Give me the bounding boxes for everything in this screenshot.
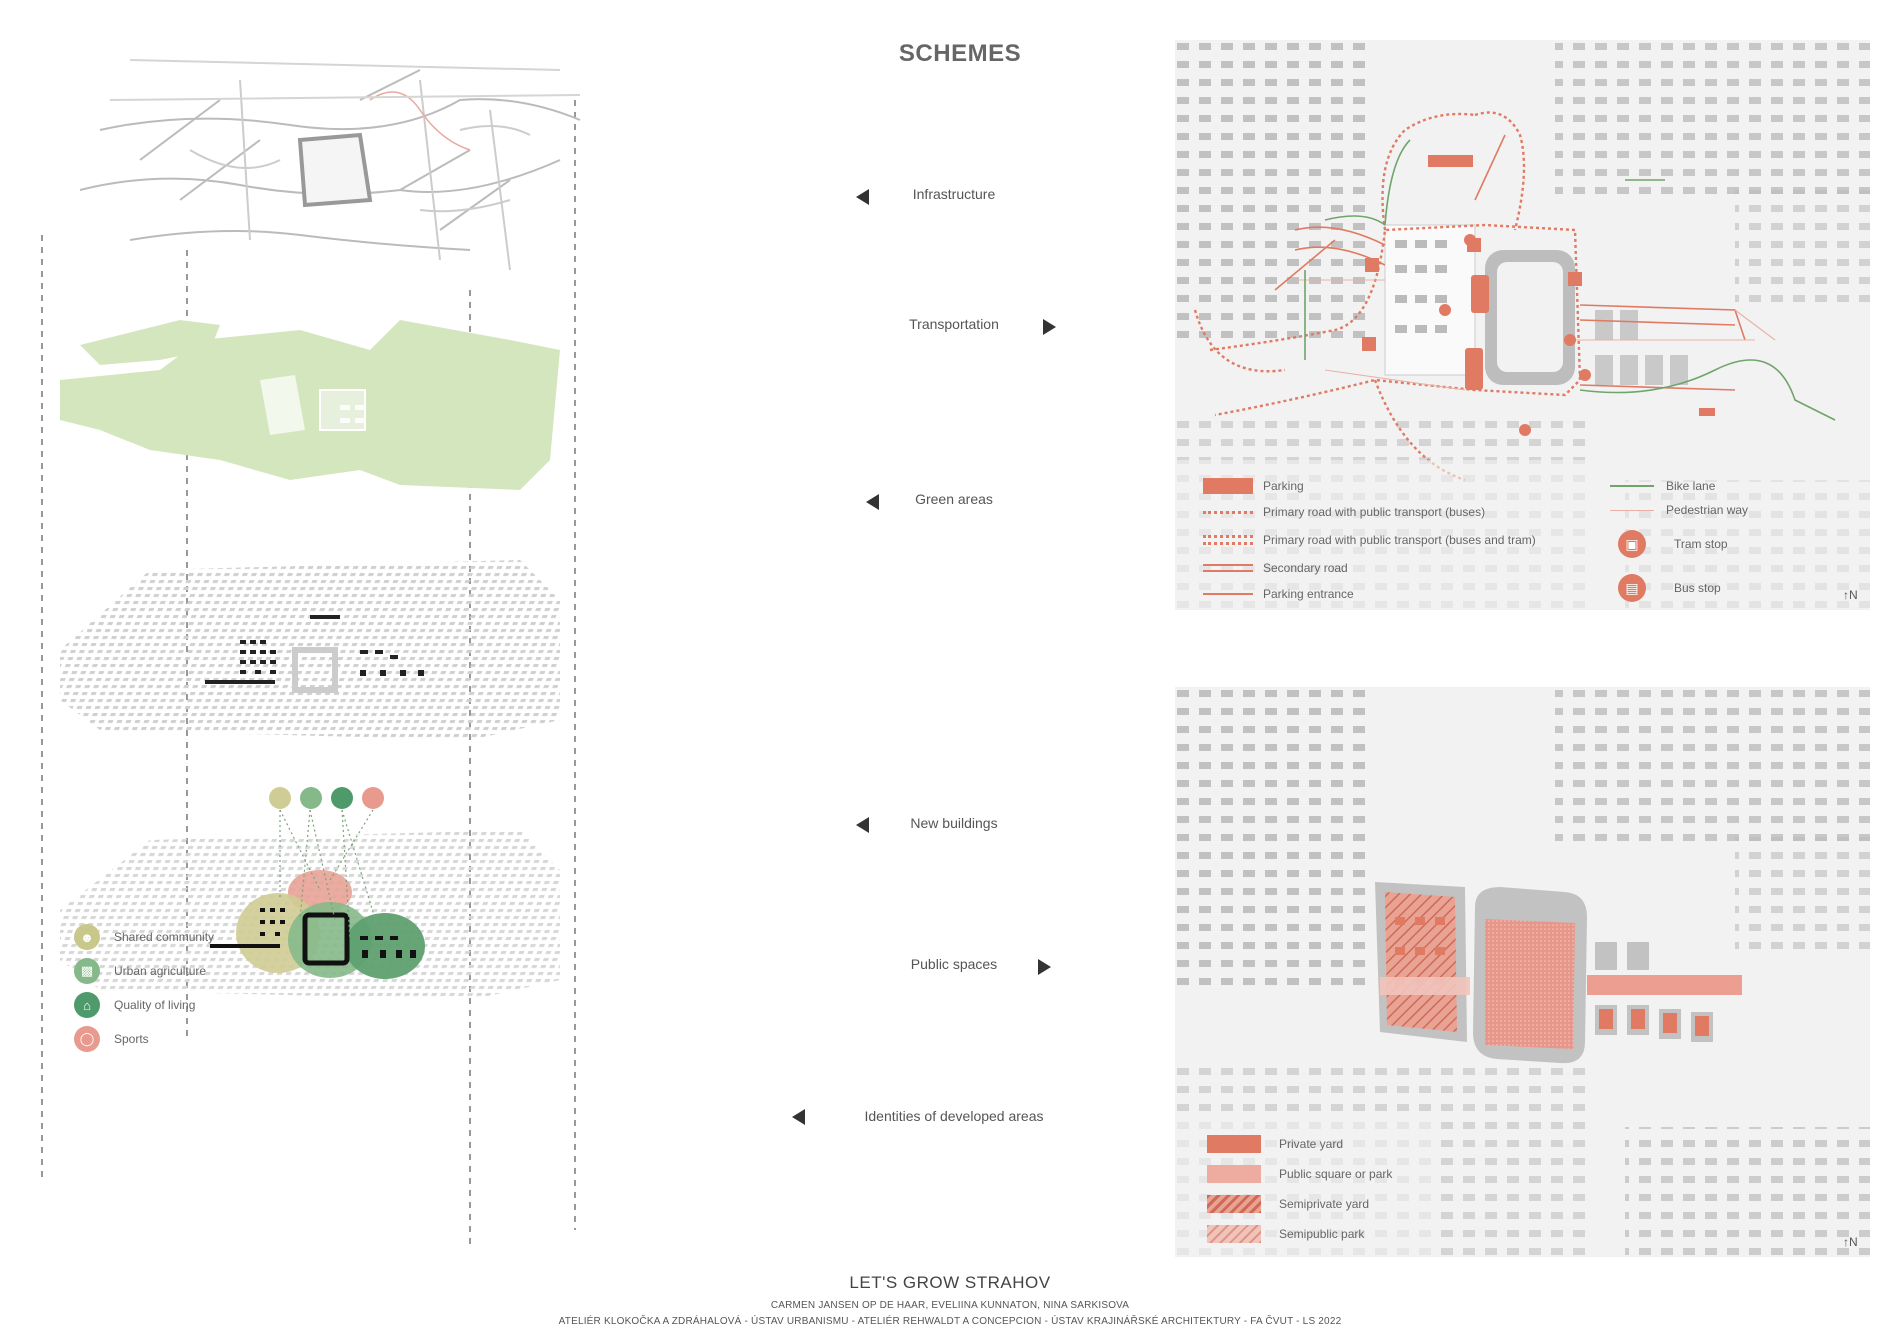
layer-label-new-buildings: New buildings [910, 815, 998, 831]
layer-label-green-areas: Green areas [915, 491, 993, 507]
arrow-left-icon [866, 494, 879, 510]
arrow-right-icon [1043, 319, 1056, 335]
north-arrow: ↑N [1843, 588, 1858, 602]
tram-icon: ▣ [1618, 530, 1646, 558]
arrow-left-icon [856, 817, 869, 833]
north-arrow-icon: ↑ [1843, 1235, 1849, 1249]
green-layer [60, 320, 560, 490]
identities-legend: ☻ Shared community ▩ Urban agriculture ⌂… [74, 924, 214, 1052]
transport-legend-right: Bike lane Pedestrian way ▣ Tram stop ▤ B… [1610, 474, 1748, 610]
axonometric-layer-stack [40, 40, 740, 1270]
legend-item-parking-entrance: Parking entrance [1203, 582, 1536, 606]
transportation-map: Parking Primary road with public transpo… [1175, 40, 1870, 610]
legend-item-primary-road-buses: Primary road with public transport (buse… [1203, 498, 1536, 526]
transportation-map-drawing [1175, 40, 1870, 610]
legend-item-shared-community: ☻ Shared community [74, 924, 214, 950]
footer-title: LET'S GROW STRAHOV [849, 1273, 1051, 1292]
new-buildings-layer [60, 560, 560, 740]
layer-label-public-spaces: Public spaces [910, 956, 998, 972]
legend-item-primary-road-tram: Primary road with public transport (buse… [1203, 526, 1536, 554]
legend-item-private-yard: Private yard [1207, 1129, 1392, 1159]
agriculture-icon: ▩ [74, 958, 100, 984]
arrow-left-icon [856, 189, 869, 205]
transit-stops [1439, 234, 1591, 436]
public-spaces-legend: Private yard Public square or park Semip… [1207, 1129, 1392, 1249]
page-title: SCHEMES [898, 40, 1022, 67]
legend-item-sports: ◯ Sports [74, 1026, 214, 1052]
sports-icon: ◯ [74, 1026, 100, 1052]
arrow-right-icon [1038, 959, 1051, 975]
layer-label-transportation: Transportation [909, 316, 999, 332]
legend-item-bike-lane: Bike lane [1610, 474, 1748, 498]
arrow-left-icon [792, 1109, 805, 1125]
transport-legend: Parking Primary road with public transpo… [1203, 474, 1536, 606]
footer-institutions: ATELIÉR KLOKOČKA A ZDRÁHALOVÁ - ÚSTAV UR… [558, 1316, 1342, 1327]
community-icon: ☻ [74, 924, 100, 950]
house-icon: ⌂ [74, 992, 100, 1018]
bus-icon: ▤ [1618, 574, 1646, 602]
public-spaces-map: Private yard Public square or park Semip… [1175, 687, 1870, 1257]
layer-label-identities: Identities of developed areas [864, 1108, 1044, 1124]
legend-item-parking: Parking [1203, 474, 1536, 498]
infrastructure-layer [79, 59, 581, 271]
legend-item-quality-of-living: ⌂ Quality of living [74, 992, 214, 1018]
footer-authors: CARMEN JANSEN OP DE HAAR, EVELIINA KUNNA… [770, 1300, 1130, 1311]
legend-item-tram-stop: ▣ Tram stop [1610, 522, 1748, 566]
public-spaces-map-drawing [1175, 687, 1870, 1257]
north-arrow: ↑N [1843, 1235, 1858, 1249]
legend-item-public-square: Public square or park [1207, 1159, 1392, 1189]
layer-label-infrastructure: Infrastructure [912, 186, 996, 202]
legend-item-urban-agriculture: ▩ Urban agriculture [74, 958, 214, 984]
legend-item-bus-stop: ▤ Bus stop [1610, 566, 1748, 610]
legend-item-semipublic-park: Semipublic park [1207, 1219, 1392, 1249]
legend-item-semiprivate-yard: Semiprivate yard [1207, 1189, 1392, 1219]
legend-item-secondary-road: Secondary road [1203, 554, 1536, 582]
axonometric-drawing [41, 59, 581, 1250]
north-arrow-icon: ↑ [1843, 588, 1849, 602]
legend-item-pedestrian-way: Pedestrian way [1610, 498, 1748, 522]
identities-layer [60, 787, 560, 1000]
